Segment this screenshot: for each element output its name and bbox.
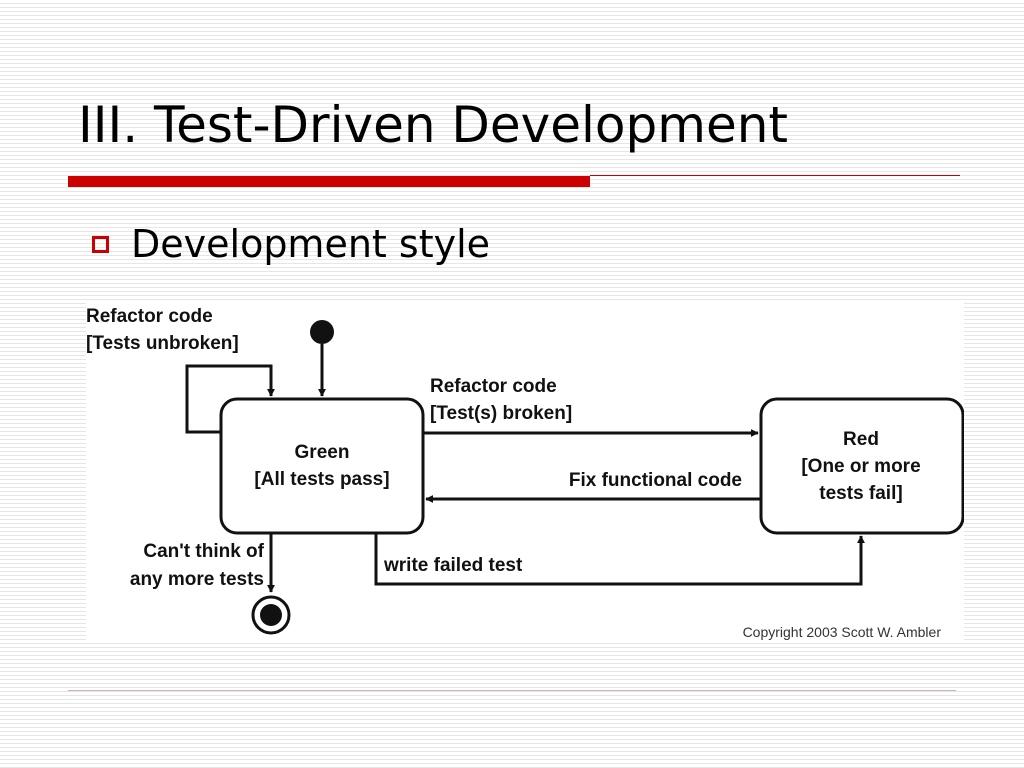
hollow-square-bullet-icon [92,235,109,253]
fix-functional-label: Fix functional code [569,470,742,491]
red-state-condition-line1: [One or more [801,456,920,477]
bullet-text: Development style [131,222,491,266]
refactor-broken-label-line2: [Test(s) broken] [430,403,572,424]
red-state-box [759,397,964,535]
green-state-label: Green [295,442,350,463]
cant-think-label-line1: Can't think of [143,541,264,562]
write-failed-test-arrow [374,533,865,586]
red-state-label: Red [843,429,879,450]
final-state-inner-dot [260,604,282,626]
refactor-broken-label-line1: Refactor code [430,376,557,397]
self-loop-arrow [185,364,275,434]
bullet-item: Development style [92,225,490,263]
refactor-unbroken-label-line2: [Tests unbroken] [86,333,239,354]
slide-title: III. Test-Driven Development [78,96,789,154]
title-underline-thin [590,175,960,176]
write-failed-test-label: write failed test [383,555,523,576]
green-state-condition: [All tests pass] [254,469,389,490]
copyright-note: Copyright 2003 Scott W. Ambler [743,624,942,640]
title-underline-red [68,176,590,187]
red-state-condition-line2: tests fail] [819,483,902,504]
green-state-box [219,397,425,535]
cant-think-label-line2: any more tests [130,569,264,590]
state-diagram-svg: Green [All tests pass] Red [One or more … [86,306,964,640]
footer-divider [68,690,956,691]
refactor-unbroken-label-line1: Refactor code [86,306,213,327]
tdd-state-diagram: Green [All tests pass] Red [One or more … [86,300,964,642]
initial-state-node [310,320,334,344]
